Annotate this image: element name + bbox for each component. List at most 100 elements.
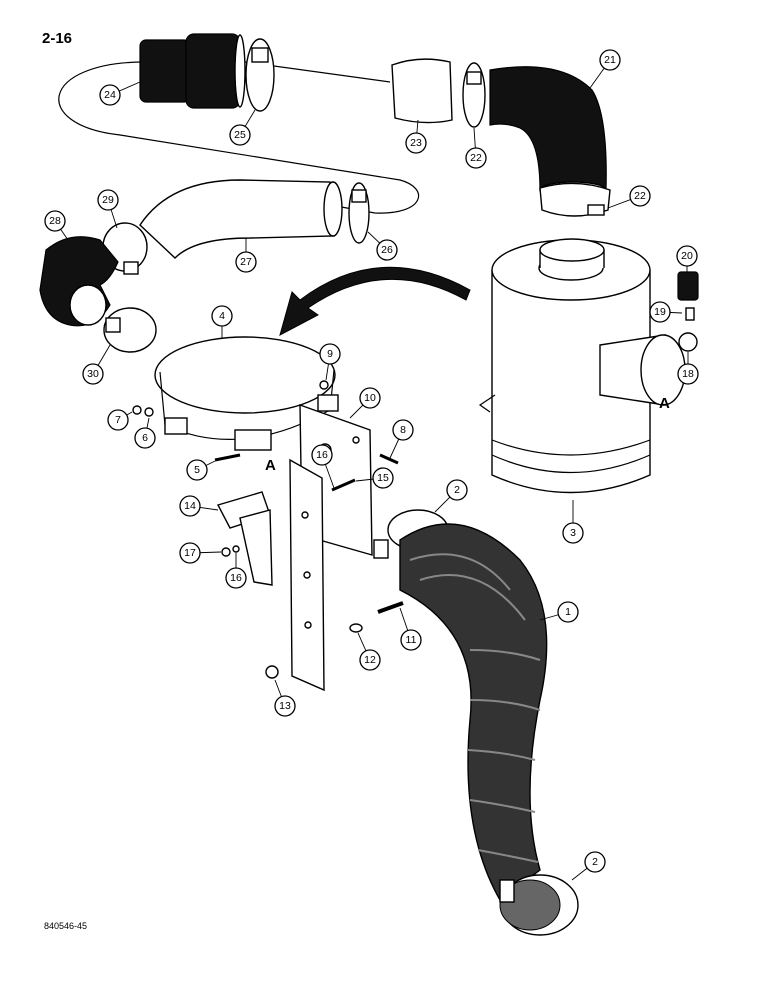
clamp-22-upper [462,62,486,128]
callout-19: 19 [649,301,683,323]
callout-label: 25 [234,129,246,141]
callout-circle [274,695,296,717]
callout-circle [372,467,394,489]
nut-7 [132,405,142,415]
elbow-hose-21 [489,66,607,199]
bolt-11 [377,601,404,614]
callout-label: 16 [316,449,328,461]
callout-label: 4 [219,310,225,322]
callout-26: 26 [367,231,398,261]
callout-label: 20 [681,250,693,262]
connector-hose-24 [139,33,246,109]
callout-label: 1 [565,606,571,618]
curved-tube-27 [139,179,343,259]
callout-label: 22 [634,190,646,202]
callout-6: 6 [134,417,156,449]
view-letter-a-outlet: A [659,395,670,412]
callout-label: 26 [381,244,393,256]
callout-circle [446,479,468,501]
callout-label: 5 [194,464,200,476]
callout-label: 19 [654,306,666,318]
callout-15: 15 [355,467,394,489]
bolt-15 [331,478,356,492]
callout-circle [211,305,233,327]
clamp-22-lower [539,182,611,217]
callout-label: 16 [230,572,242,584]
callout-label: 28 [49,215,61,227]
callout-8: 8 [389,419,414,459]
callout-label: 22 [470,152,482,164]
callout-16: 16 [225,553,247,589]
callout-label: 17 [184,547,196,559]
callout-21: 21 [589,49,621,89]
callout-label: 24 [104,89,116,101]
callout-14: 14 [179,495,219,517]
nut-9 [319,380,329,390]
callout-circle [676,245,698,267]
callout-circle [599,49,621,71]
routing-loop-line [58,61,419,214]
callout-layer: 1223456789101112131415161617181920212222… [44,49,699,881]
callout-22: 22 [465,127,487,169]
callout-circle [44,210,66,232]
flex-hose-1 [399,523,548,902]
callout-circle [557,601,579,623]
callout-30: 30 [82,344,111,385]
callout-label: 18 [682,368,694,380]
callout-3: 3 [562,500,584,544]
clamp-2-lower [499,874,579,936]
callout-label: 2 [592,856,598,868]
callout-circle [392,419,414,441]
callout-circle [179,542,201,564]
callout-circle [186,459,208,481]
callout-label: 13 [279,700,291,712]
nut-13 [265,665,279,679]
callout-23: 23 [405,119,427,154]
callout-circle [649,301,671,323]
callout-circle [677,363,699,385]
indicator-20 [677,271,699,301]
callout-label: 14 [184,500,196,512]
callout-label: 23 [410,137,422,149]
callout-label: 15 [377,472,389,484]
callout-5: 5 [186,459,216,481]
adapter-18 [678,332,698,352]
callout-circle [400,629,422,651]
callout-label: 29 [102,194,114,206]
direction-arrow [279,266,471,336]
washer-12 [349,623,363,633]
callout-circle [562,522,584,544]
callout-label: 21 [604,54,616,66]
page-number: 2-16 [42,30,73,47]
callout-29: 29 [97,189,119,229]
callout-27: 27 [235,238,257,273]
callout-circle [584,851,606,873]
nut-17 [221,547,231,557]
callout-25: 25 [229,109,256,146]
clamp-26 [348,182,370,244]
callout-circle [97,189,119,211]
callout-circle [405,132,427,154]
callout-label: 12 [364,654,376,666]
callout-circle [134,427,156,449]
callout-17: 17 [179,542,222,564]
callout-circle [311,444,333,466]
callout-label: 2 [454,484,460,496]
callout-label: 27 [240,256,252,268]
callout-label: 8 [400,424,406,436]
callout-10: 10 [349,387,381,419]
callout-circle [465,147,487,169]
callout-1: 1 [539,601,579,623]
callout-circle [225,567,247,589]
callout-16: 16 [311,444,335,489]
callout-12: 12 [357,632,381,671]
callout-circle [359,649,381,671]
callout-circle [82,363,104,385]
callout-13: 13 [274,679,296,717]
hose-sleeve-23 [391,58,453,124]
callout-18: 18 [677,352,699,385]
fitting-19 [685,307,695,321]
callout-label: 9 [327,348,333,360]
callout-circle [99,84,121,106]
